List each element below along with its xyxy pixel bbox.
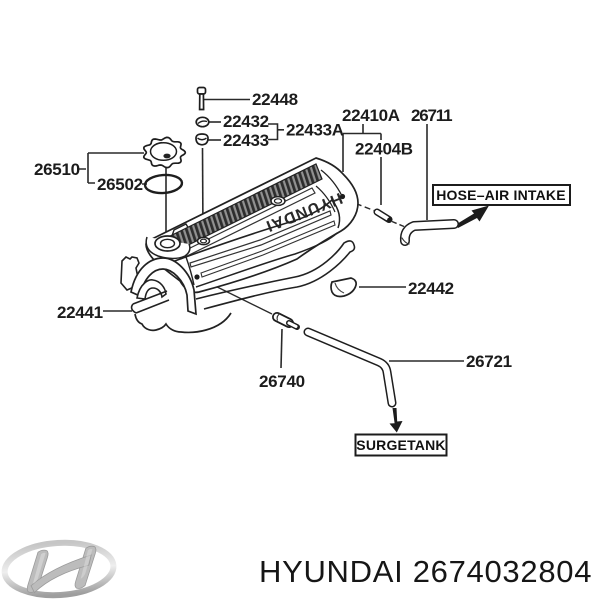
svg-text:HOSE–AIR INTAKE: HOSE–AIR INTAKE <box>436 187 566 203</box>
svg-text:26711: 26711 <box>411 106 452 125</box>
svg-text:26510: 26510 <box>34 160 80 179</box>
svg-text:22433A: 22433A <box>286 121 344 140</box>
svg-text:22433: 22433 <box>223 131 269 150</box>
svg-text:22441: 22441 <box>57 303 103 322</box>
svg-text:26502: 26502 <box>97 175 143 194</box>
svg-text:22404B: 22404B <box>355 140 413 159</box>
svg-text:26721: 26721 <box>466 352 512 371</box>
svg-text:22448: 22448 <box>252 90 298 109</box>
svg-text:26740: 26740 <box>259 372 305 391</box>
svg-text:22442: 22442 <box>408 279 454 298</box>
svg-text:22432: 22432 <box>223 112 269 131</box>
svg-text:SURGETANK: SURGETANK <box>356 437 445 453</box>
svg-text:HYUNDAI 2674032804: HYUNDAI 2674032804 <box>259 554 592 589</box>
svg-text:22410A: 22410A <box>342 106 400 125</box>
